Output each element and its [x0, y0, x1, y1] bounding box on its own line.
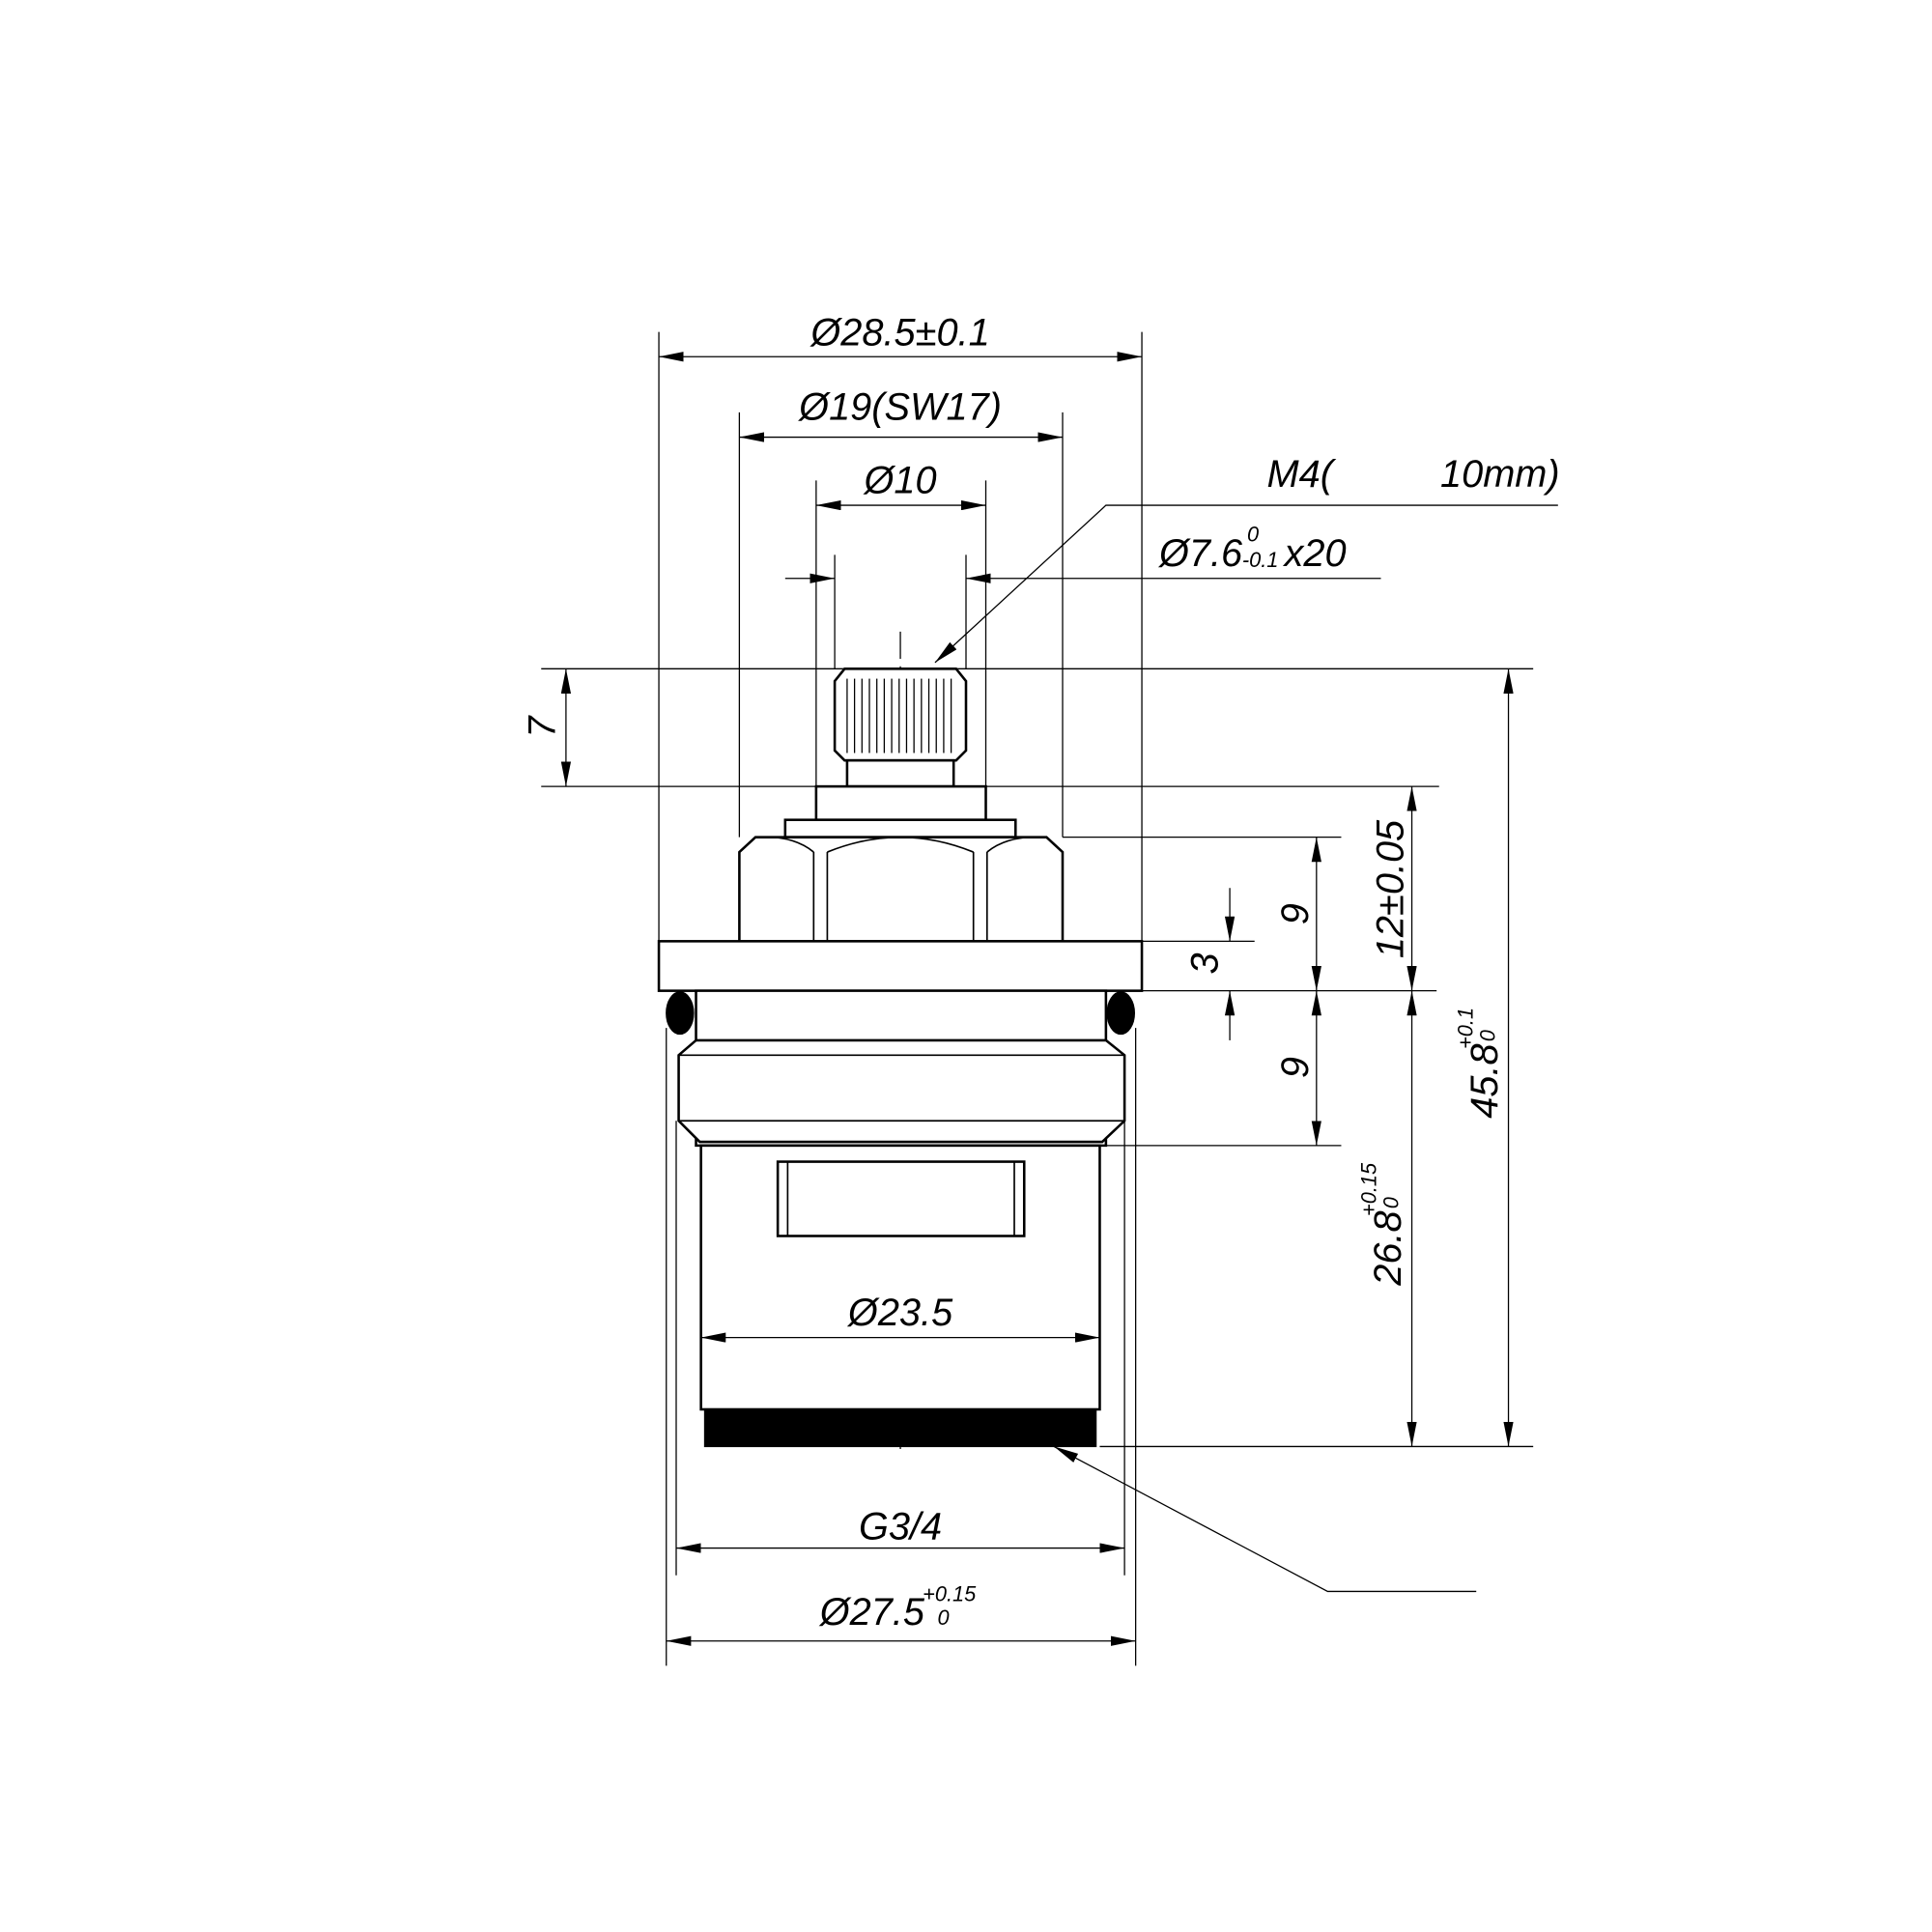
collar: [814, 784, 987, 821]
dim-collar-dia: Ø10: [862, 459, 936, 501]
o-ring-left: [666, 991, 695, 1036]
flange: [657, 940, 1144, 992]
thread-leader: [934, 504, 1558, 664]
svg-text:x20: x20: [1282, 532, 1346, 575]
dim-top-height: 12±0.05: [1370, 819, 1412, 958]
cartridge-body: [657, 668, 1144, 1448]
svg-text:+0.15: +0.15: [1356, 1162, 1380, 1216]
svg-text:+0.1: +0.1: [1453, 1008, 1477, 1049]
dim-hex-height: 9: [1274, 903, 1317, 924]
dim-thread-spec: G3/4: [859, 1506, 942, 1548]
svg-text:0: 0: [1475, 1030, 1499, 1041]
dim-thread-height: 9: [1274, 1057, 1317, 1078]
bottom-seal: [703, 1408, 1097, 1448]
thread-section: [677, 1038, 1126, 1144]
dim-body-height: 26.8 +0.15 0: [1356, 1162, 1409, 1287]
washer: [783, 818, 1017, 838]
dim-hex-dia: Ø19(SW17): [797, 386, 1002, 429]
window-slot: [776, 1160, 1026, 1237]
o-ring-right: [1106, 991, 1136, 1036]
svg-text:45.8: 45.8: [1463, 1043, 1506, 1118]
svg-text:Ø7.6: Ø7.6: [1157, 532, 1243, 575]
dim-body-dia: Ø23.5: [846, 1292, 953, 1334]
svg-text:26.8: 26.8: [1367, 1210, 1409, 1286]
svg-text:0: 0: [938, 1605, 950, 1630]
svg-text:Ø27.5: Ø27.5: [818, 1591, 925, 1634]
dim-outer-flange-dia: Ø28.5±0.1: [809, 312, 989, 355]
svg-text:0: 0: [1378, 1197, 1403, 1208]
dim-flange-thickness: 3: [1183, 952, 1226, 974]
dim-thread-label-right: 10mm): [1440, 453, 1560, 496]
spline-knurl: [846, 678, 952, 753]
dim-spline-dia: Ø7.6 0 -0.1 x20: [1157, 522, 1347, 575]
svg-text:0: 0: [1247, 522, 1259, 546]
seal-leader: [1053, 1445, 1477, 1593]
dimension-lines: [560, 352, 1514, 1646]
extension-lines: [541, 331, 1534, 1666]
hex-nut: [738, 836, 1065, 943]
dim-thread-label-left: M4(: [1267, 453, 1337, 496]
spline-stem: [833, 668, 968, 762]
svg-text:+0.15: +0.15: [923, 1582, 977, 1606]
stem-neck: [845, 758, 955, 788]
svg-text:-0.1: -0.1: [1242, 548, 1279, 572]
dim-spline-height: 7: [521, 715, 563, 738]
dim-oring-dia: Ø27.5 +0.15 0: [818, 1582, 977, 1634]
dim-total-height: 45.8 +0.1 0: [1453, 1008, 1506, 1119]
